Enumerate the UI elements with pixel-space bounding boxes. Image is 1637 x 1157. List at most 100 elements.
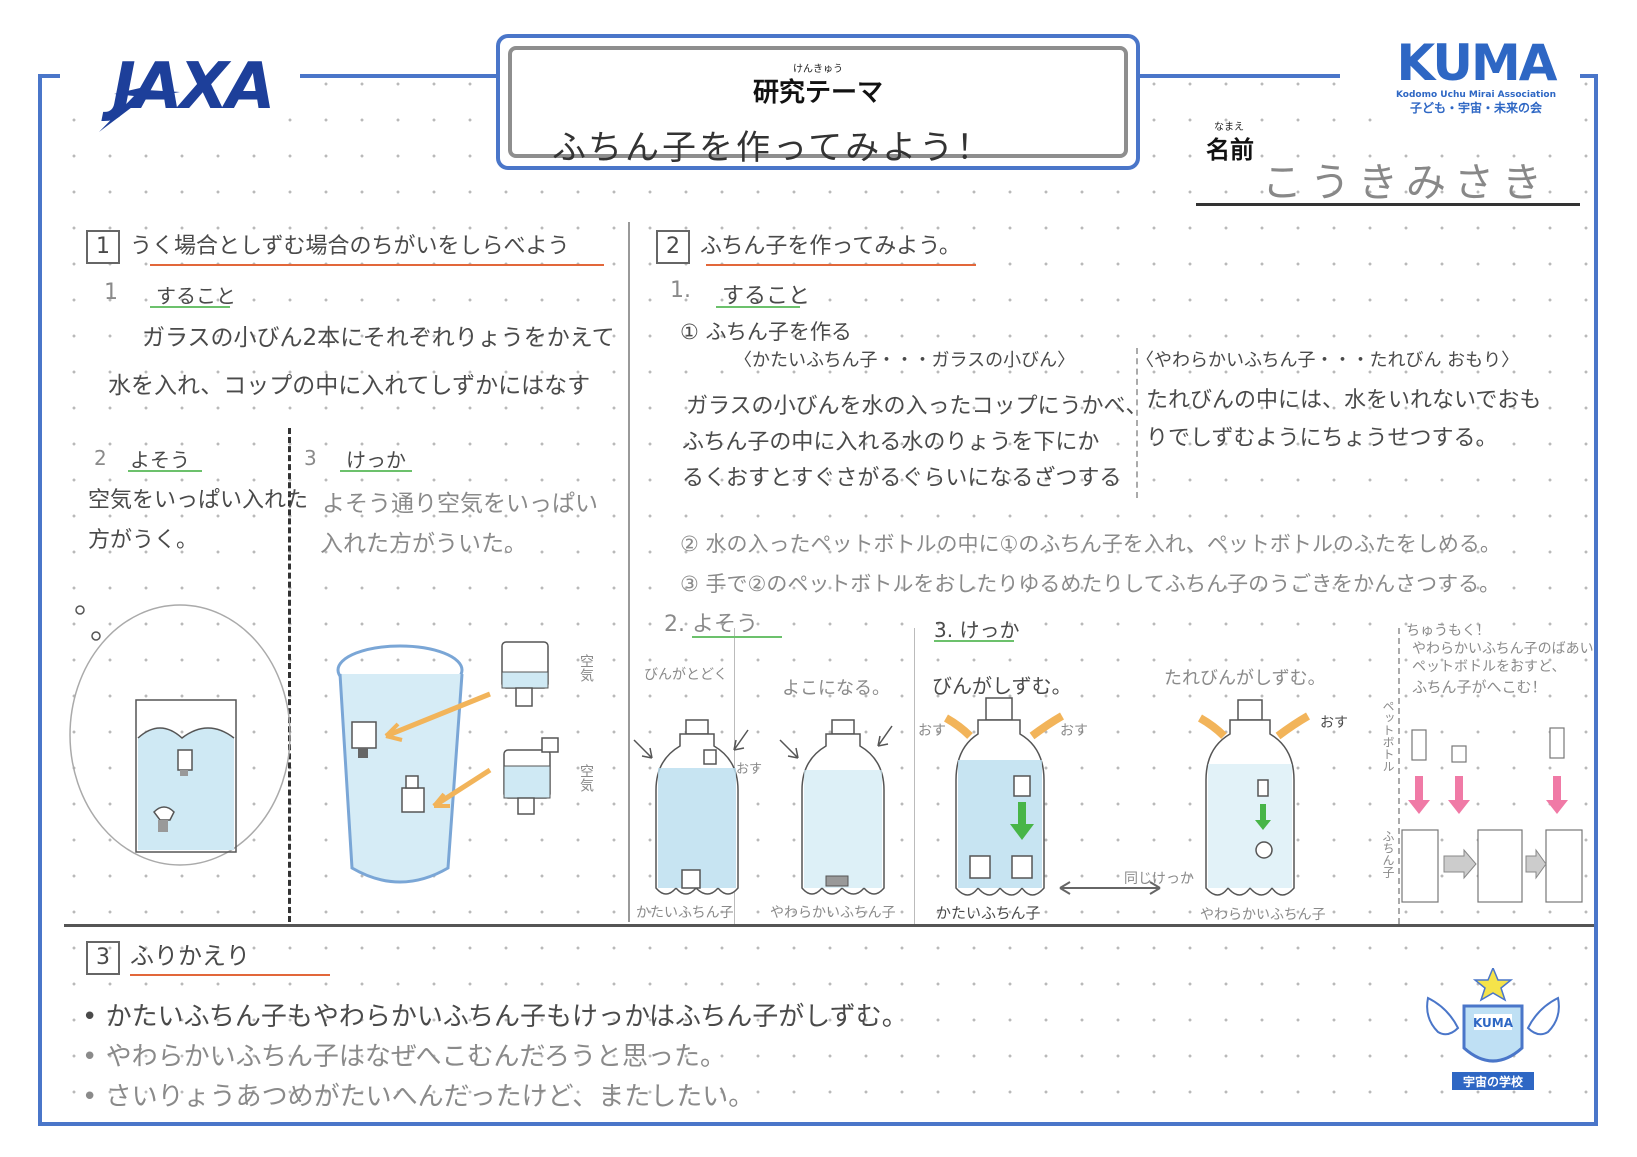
s1-air-label-2: 空気: [578, 764, 594, 792]
jaxa-logo-text: JAXA: [112, 50, 275, 124]
reflection-line-1: • かたいふちん子もやわらかいふちん子もけっかはふちん子がしずむ。: [82, 1002, 908, 1032]
section1-title-underline: [150, 264, 604, 266]
s1-result-line2: 入れた方がういた。: [320, 531, 527, 557]
note-dashed-divider: [1398, 628, 1400, 924]
name-label: 名前: [1206, 136, 1254, 164]
section3-title: ふりかえり: [130, 942, 250, 970]
reflection-text-2: やわらかいふちん子はなぜへこむんだろうと思った。: [105, 1042, 726, 1072]
s2-step2: ② 水の入ったペットボトルの中に①のふちん子を入れ、ペットボトルのふたをしめる。: [680, 532, 1501, 556]
s1-todo-line2: 水を入れ、コップの中に入れてしずかにはなす: [108, 373, 591, 399]
predict-hard-bottle: [633, 719, 749, 895]
section3-heading: 3 ふりかえり: [86, 936, 250, 975]
section1-dashed-divider: [288, 428, 291, 922]
theme-text: ふちん子を作ってみよう！: [552, 128, 994, 168]
jaxa-logo: JAXA: [92, 44, 275, 140]
kuma-logo: KUMA Kodomo Uchu Mirai Association 子ども・宇…: [1376, 36, 1576, 126]
kuma-logo-sub: Kodomo Uchu Mirai Association: [1395, 90, 1556, 100]
section2-number-box: 2: [656, 230, 690, 264]
s2-predict-note2: よこになる。: [782, 678, 890, 699]
name-underline: [1196, 203, 1580, 206]
reflection-text-3: さいりょうあつめがたいへんだったけど、またしたい。: [105, 1082, 755, 1112]
s1-glass-drawing: [336, 641, 559, 884]
s2-soft-line1: たれびんの中には、水をいれないでおも: [1146, 388, 1542, 413]
s1-todo-line1: ガラスの小びん2本にそれぞれりょうをかえて: [142, 325, 615, 351]
s1-todo-label: すること: [156, 284, 236, 308]
same-result-label: 同じけっか: [1124, 871, 1194, 887]
push-label-4: おす: [1320, 715, 1348, 731]
s2-predict-label: 2. よそう: [664, 612, 758, 637]
note-sequence-drawing: [1401, 727, 1583, 903]
s2-step1-title: ① ふちん子を作る: [680, 320, 852, 344]
s1-predict-line1: 空気をいっぱい入れた: [88, 488, 309, 513]
s2-hard-line1: ガラスの小びんを水の入ったコップにうかべ、: [686, 394, 1148, 419]
badge-school-text: 宇宙の学校: [1463, 1074, 1524, 1089]
s2-todo-number: 1.: [670, 278, 691, 303]
reflection-line-2: • やわらかいふちん子はなぜへこむんだろうと思った。: [82, 1042, 726, 1072]
s2-step3: ③ 手で②のペットボトルをおしたりゆるめたりしてふちん子のうごきをかんさつする。: [680, 572, 1501, 596]
s2-predict-underline: [692, 636, 782, 638]
s1-predict-number: 2: [94, 446, 107, 470]
s1-todo-number: 1: [104, 280, 118, 305]
section3-number-box: 3: [86, 941, 120, 975]
note-line2: ペットボトルをおすと、: [1412, 659, 1566, 675]
research-theme-box: けんきゅう 研究テーマ ふちん子を作ってみよう！: [496, 34, 1140, 170]
s1-predict-label: よそう: [130, 448, 190, 472]
push-label-1: おす: [736, 762, 763, 777]
badge-emblem-icon: KUMA 宇宙の学校: [1426, 966, 1560, 1090]
badge-logo-text: KUMA: [1473, 1016, 1514, 1030]
section-divider-vertical: [628, 222, 630, 922]
section1-title: うく場合としずむ場合のちがいをしらべよう: [130, 234, 570, 259]
s1-todo-underline: [150, 306, 230, 308]
theme-label: 研究テーマ: [752, 78, 883, 108]
s2-soft-title: 〈やわらかいふちん子・・・たれびん おもり〉: [1136, 350, 1520, 371]
s1-result-underline: [340, 470, 412, 472]
name-ruby: なまえ: [1214, 122, 1244, 133]
predict-hard-caption: かたいふちん子: [636, 905, 734, 921]
s1-predict-line2: 方がうく。: [88, 528, 199, 553]
reflection-text-1: かたいふちん子もやわらかいふちん子もけっかはふちん子がしずむ。: [105, 1002, 908, 1032]
result-soft-caption: やわらかいふちん子: [1200, 907, 1326, 923]
push-label-2: おす: [918, 723, 946, 739]
s2-todo-underline: [716, 306, 800, 308]
theme-ruby: けんきゅう: [793, 64, 843, 75]
kuma-logo-title: KUMA: [1396, 34, 1558, 92]
result-divider: [914, 628, 915, 924]
note-side-label-bottle: ペットボトル: [1381, 700, 1395, 772]
section1-number-box: 1: [86, 230, 120, 264]
section3-title-underline: [130, 974, 330, 976]
push-label-3: おす: [1060, 723, 1088, 739]
section3-divider: [64, 924, 1594, 927]
section2-dashed-divider: [1136, 348, 1138, 498]
note-title: ちゅうもく！: [1406, 623, 1490, 639]
space-school-badge: KUMA 宇宙の学校: [1418, 966, 1568, 1094]
result-hard-bottle: [943, 697, 1064, 896]
predict-soft-bottle: [779, 719, 893, 895]
s2-result-note1: びんがしずむ。: [932, 674, 1072, 698]
section2-heading: 2 ふちん子を作ってみよう。: [656, 228, 961, 264]
s2-todo-label: すること: [722, 284, 811, 309]
s1-cup-drawing: [69, 604, 291, 866]
s2-hard-title: 〈かたいふちん子・・・ガラスの小びん〉: [734, 350, 1076, 371]
s2-bottle-drawings: [633, 697, 1310, 896]
s1-air-label-1: 空気: [578, 654, 594, 682]
s1-result-number: 3: [304, 446, 317, 470]
kuma-logo-jp: 子ども・宇宙・未来の会: [1409, 101, 1542, 115]
s1-result-line1: よそう通り空気をいっぱい: [322, 491, 598, 517]
section1-heading: 1 うく場合としずむ場合のちがいをしらべよう: [86, 228, 570, 264]
section2-title: ふちん子を作ってみよう。: [700, 234, 961, 259]
section2-title-underline: [706, 264, 976, 266]
note-side-label-diver: ふちん子: [1381, 830, 1395, 878]
s2-result-label: 3. けっか: [934, 618, 1020, 642]
name-value: こうきみさき: [1262, 160, 1550, 206]
s1-predict-underline: [128, 470, 202, 472]
result-soft-bottle: [1197, 699, 1310, 896]
s2-hard-line2: ふちん子の中に入れる水のりょうを下にか: [682, 430, 1100, 455]
s2-hard-line3: るくおすとすぐさがるぐらいになるざつする: [682, 466, 1122, 491]
note-line1: やわらかいふちん子のばあい: [1412, 641, 1594, 657]
reflection-line-3: • さいりょうあつめがたいへんだったけど、またしたい。: [82, 1082, 755, 1112]
s2-soft-line2: りでしずむようにちょうせつする。: [1146, 426, 1498, 451]
result-hard-caption: かたいふちん子: [936, 904, 1041, 922]
s1-result-label: けっか: [346, 448, 406, 472]
s2-result-note2: たれびんがしずむ。: [1164, 668, 1326, 689]
research-theme-inner: けんきゅう 研究テーマ ふちん子を作ってみよう！: [508, 46, 1128, 168]
